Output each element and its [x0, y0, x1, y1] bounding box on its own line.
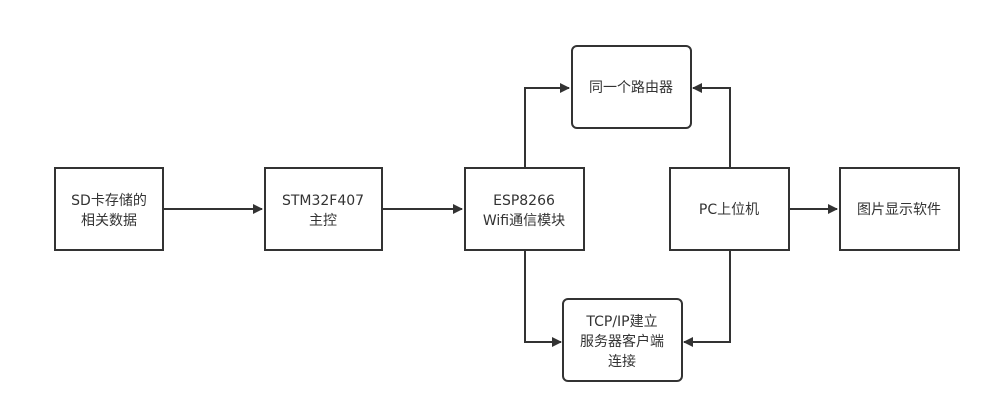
node-label-line: 图片显示软件	[857, 202, 941, 218]
edge-esp-to-router	[524, 83, 570, 167]
node-image-display-software: 图片显示软件	[839, 167, 960, 251]
node-label-line: Wifi通信模块	[483, 213, 565, 229]
node-sd-card-data: SD卡存储的 相关数据	[54, 167, 164, 251]
node-label-line: TCP/IP建立	[585, 314, 657, 330]
node-label-line: 主控	[309, 213, 337, 229]
node-label-line: STM32F407	[282, 193, 364, 209]
node-esp8266-wifi: ESP8266 Wifi通信模块	[464, 167, 585, 251]
edge-pc-to-router	[692, 83, 731, 167]
node-pc-host: PC上位机	[669, 167, 790, 251]
node-tcp-connection: TCP/IP建立 服务器客户端 连接	[562, 298, 683, 382]
node-label-line: SD卡存储的	[71, 193, 147, 209]
node-label-line: 服务器客户端	[580, 333, 664, 350]
node-label-line: 同一个路由器	[589, 80, 673, 96]
node-label-line: 连接	[608, 353, 636, 370]
edge-pc-to-tcp	[683, 251, 731, 347]
node-label-line: 相关数据	[81, 213, 137, 229]
node-label-line: PC上位机	[699, 202, 759, 218]
node-router: 同一个路由器	[571, 45, 692, 129]
node-label-line: ESP8266	[493, 193, 555, 209]
edge-esp-to-tcp	[524, 251, 562, 347]
node-stm32-controller: STM32F407 主控	[264, 167, 383, 251]
